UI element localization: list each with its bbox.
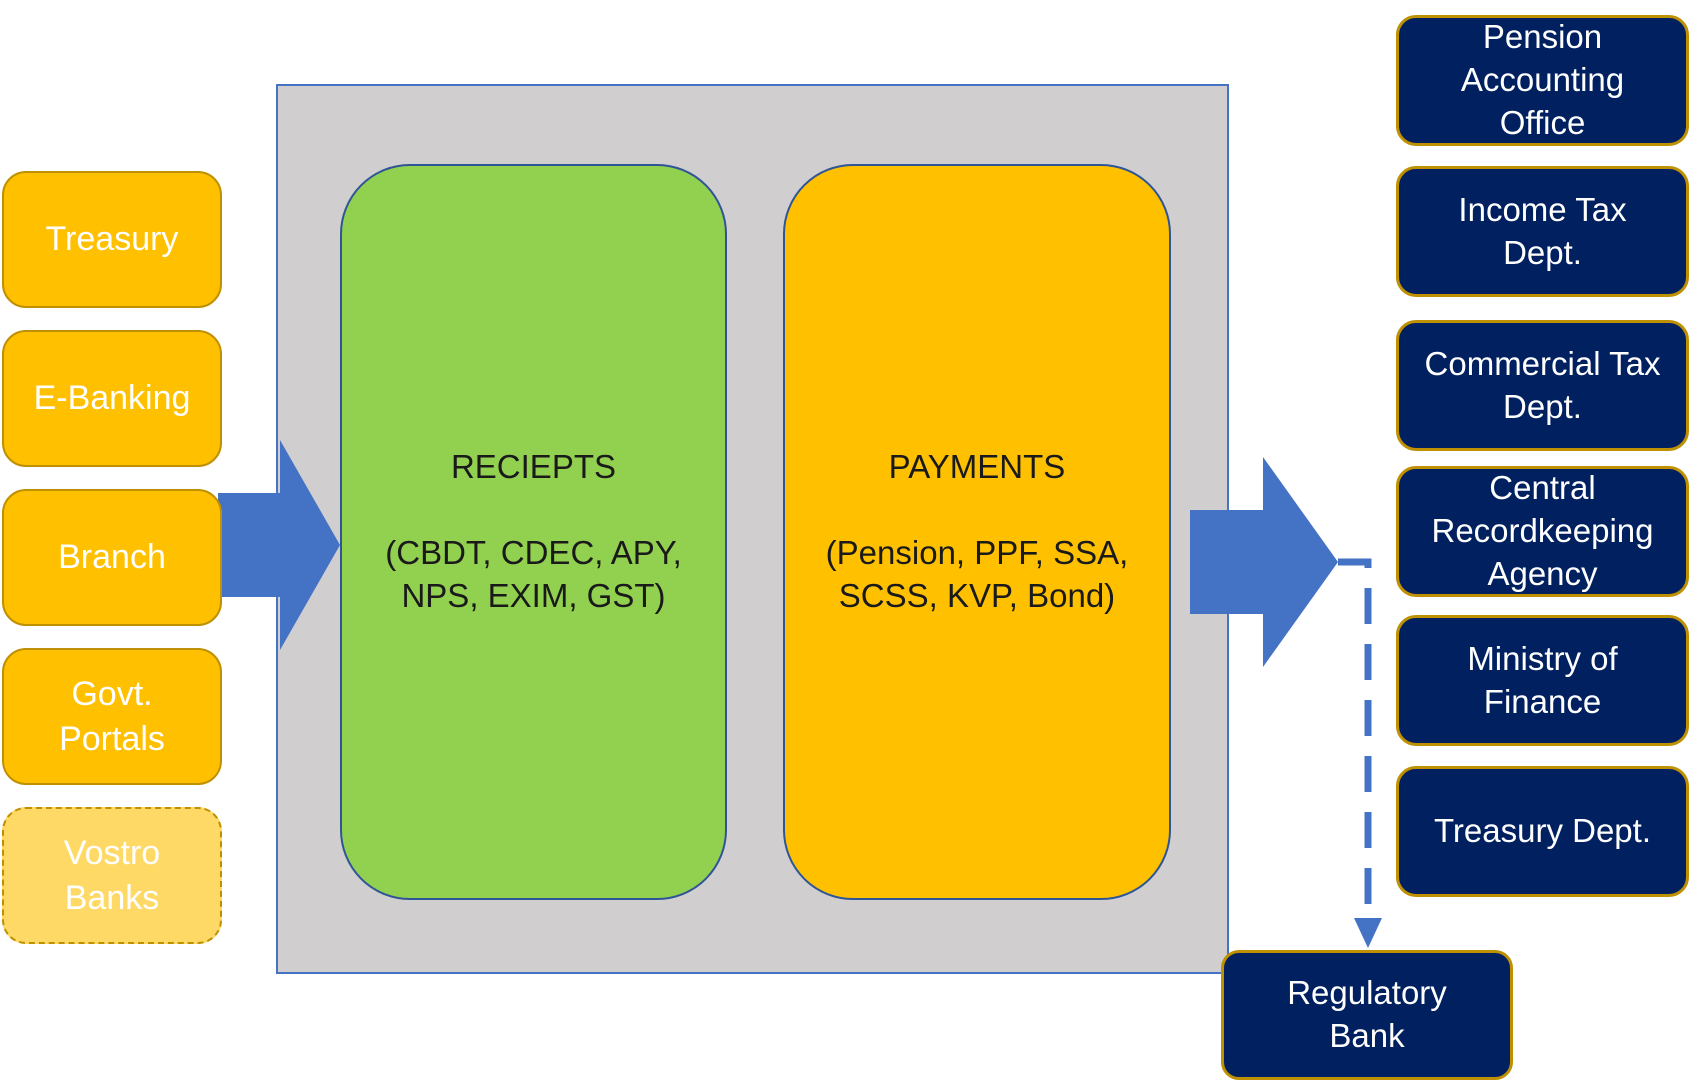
destination-treasury-dept: Treasury Dept. [1396, 766, 1689, 897]
source-branch: Branch [2, 489, 222, 626]
source-vostro-banks: Vostro Banks [2, 807, 222, 944]
destination-label: Income Tax Dept. [1458, 190, 1627, 271]
destination-label: Central Recordkeeping Agency [1431, 469, 1654, 592]
destination-ministry-of-finance: Ministry of Finance [1396, 615, 1689, 746]
outbound-arrow [1190, 457, 1338, 667]
source-treasury: Treasury [2, 171, 222, 308]
source-label: E-Banking [33, 379, 191, 418]
source-label: Branch [58, 538, 166, 577]
inbound-arrow [218, 440, 340, 650]
destination-label: Pension Accounting Office [1460, 18, 1625, 141]
destination-central-recordkeeping-agency: Central Recordkeeping Agency [1396, 466, 1689, 597]
payments-detail: (Pension, PPF, SSA, SCSS, KVP, Bond) [825, 534, 1129, 614]
destination-label: Ministry of Finance [1467, 639, 1618, 720]
regulatory-bank-box: Regulatory Bank [1221, 950, 1513, 1080]
source-govt-portals: Govt. Portals [2, 648, 222, 785]
destination-label: Commercial Tax Dept. [1424, 344, 1661, 425]
payments-title: PAYMENTS [888, 448, 1066, 486]
regulatory-arrowhead [1354, 918, 1382, 948]
receipts-detail: (CBDT, CDEC, APY, NPS, EXIM, GST) [385, 534, 682, 614]
source-label: Treasury [45, 220, 179, 259]
payments-box: PAYMENTS (Pension, PPF, SSA, SCSS, KVP, … [783, 164, 1171, 900]
regulatory-connector-line [1338, 558, 1372, 910]
receipts-box: RECIEPTS (CBDT, CDEC, APY, NPS, EXIM, GS… [340, 164, 727, 900]
regulatory-label: Regulatory Bank [1287, 974, 1447, 1054]
source-label: Vostro Banks [63, 834, 161, 917]
destination-commercial-tax-dept: Commercial Tax Dept. [1396, 320, 1689, 451]
receipts-title: RECIEPTS [450, 448, 617, 486]
destination-pension-accounting-office: Pension Accounting Office [1396, 15, 1689, 146]
source-e-banking: E-Banking [2, 330, 222, 467]
source-label: Govt. Portals [59, 675, 165, 758]
destination-income-tax-dept: Income Tax Dept. [1396, 166, 1689, 297]
destination-label: Treasury Dept. [1433, 812, 1651, 850]
